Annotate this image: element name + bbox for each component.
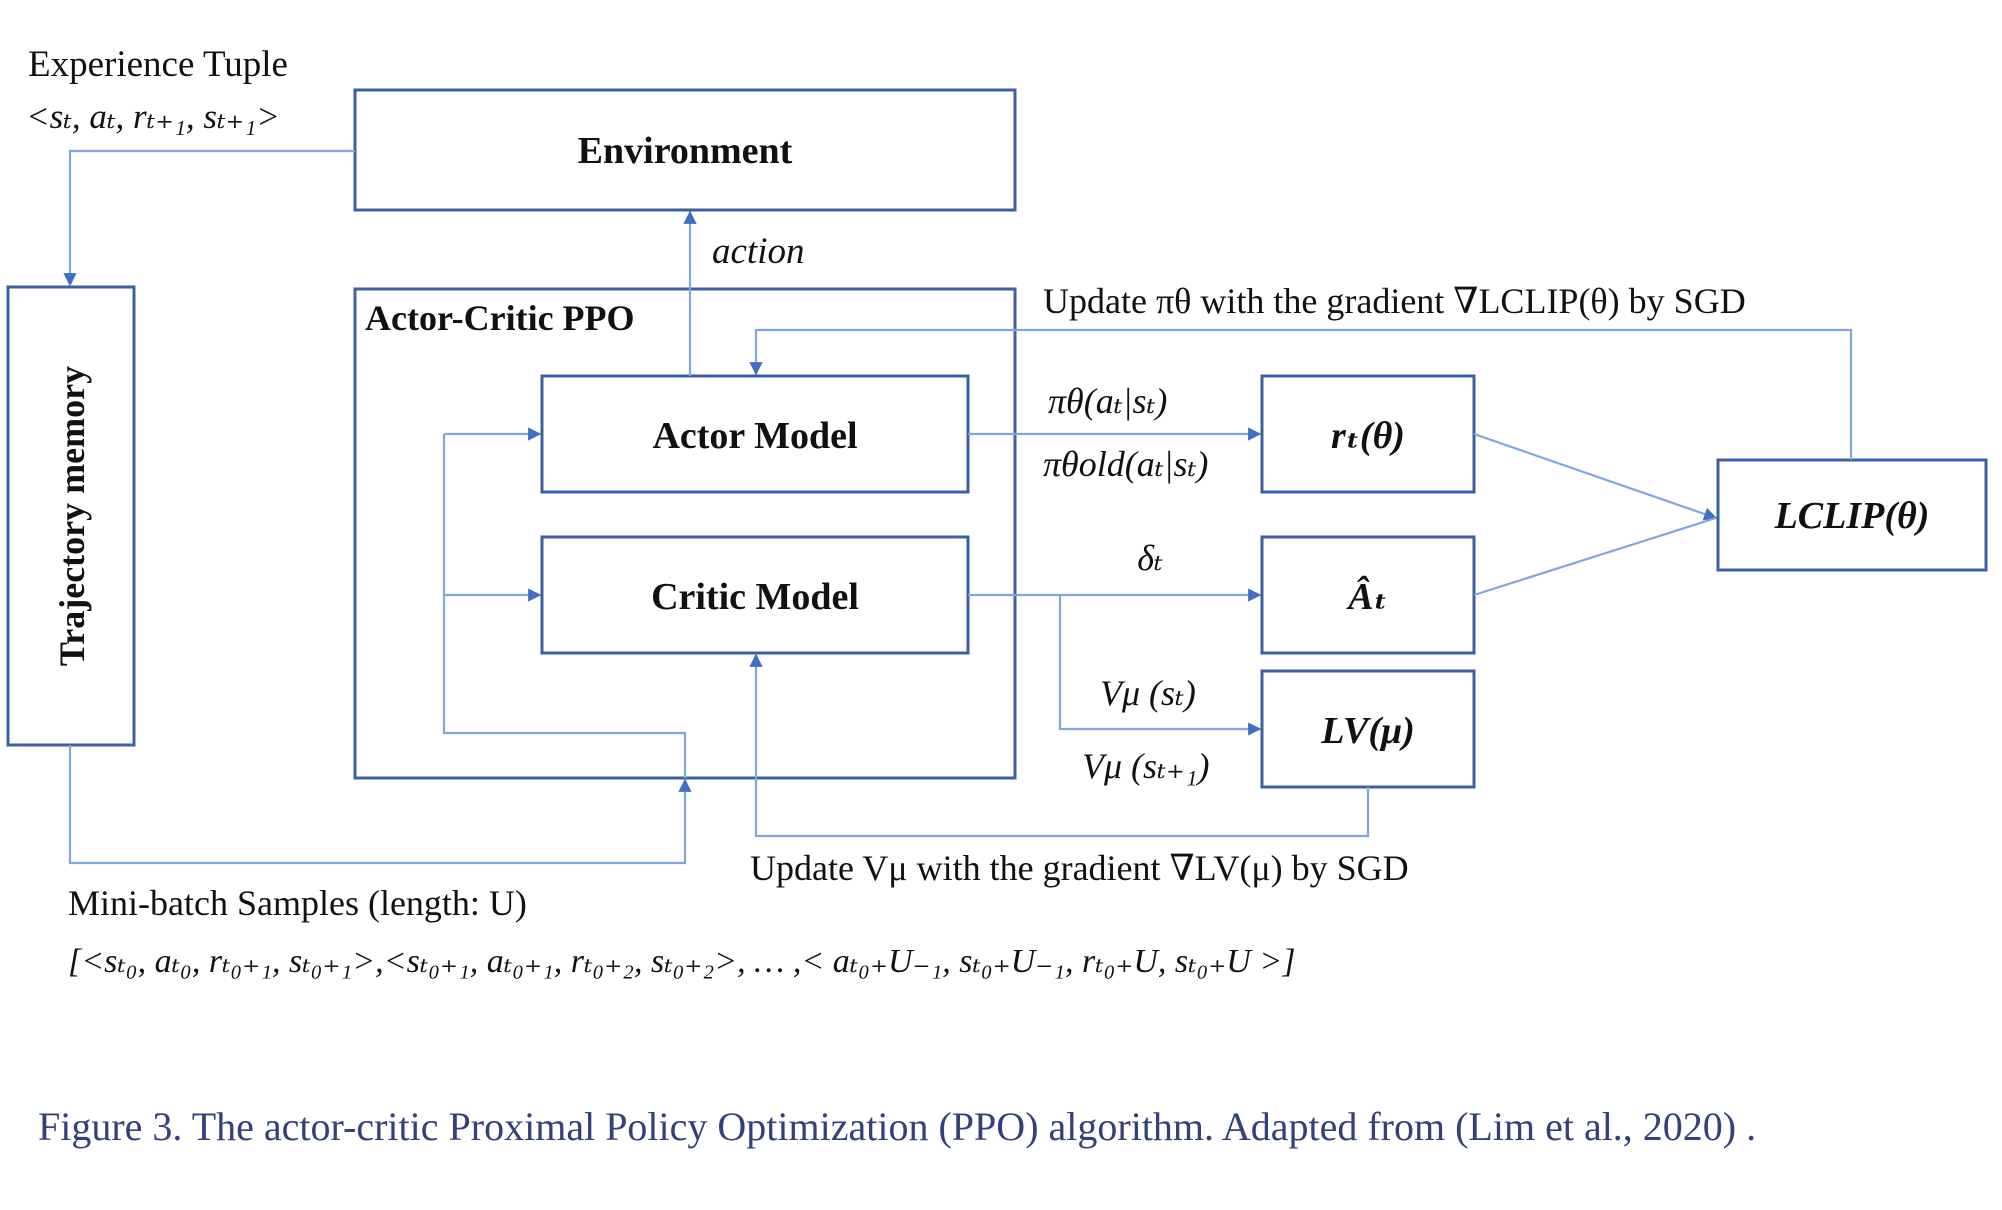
actor-critic-ppo-label: Actor-Critic PPO: [365, 298, 635, 338]
actor-model-label: Actor Model: [652, 415, 857, 457]
minibatch-title: Mini-batch Samples (length: U): [68, 883, 527, 923]
pi-theta-old-label: πθold(aₜ|sₜ): [1043, 444, 1208, 484]
experience-tuple-math: <sₜ, aₜ, rₜ₊₁, sₜ₊₁>: [26, 97, 280, 136]
action-label: action: [712, 231, 804, 272]
minibatch-math: [<sₜ₀, aₜ₀, rₜ₀₊₁, sₜ₀₊₁>,<sₜ₀₊₁, aₜ₀₊₁,…: [68, 943, 1296, 980]
critic-model-label: Critic Model: [651, 576, 859, 618]
value-update-arrow: [749, 653, 1370, 838]
advantage-box: [1260, 535, 1476, 655]
value-st-label: Vμ (sₜ): [1100, 673, 1196, 713]
value-loss-label: LV(μ): [1320, 710, 1415, 752]
pi-theta-label: πθ(aₜ|sₜ): [1048, 381, 1167, 421]
update-value-label: Update Vμ with the gradient ∇LV(μ) by SG…: [750, 848, 1409, 888]
advantage-label: Âₜ: [1346, 576, 1387, 618]
delta-label: δₜ: [1137, 538, 1163, 578]
clip-loss-label: LCLIP(θ): [1774, 495, 1930, 537]
policy-update-arrow: [749, 328, 1853, 460]
ratio-box: [1260, 374, 1476, 494]
ratio-label: rₜ(θ): [1331, 415, 1405, 457]
experience-arrow: [63, 149, 355, 287]
figure-caption: Figure 3. The actor-critic Proximal Poli…: [38, 1104, 1756, 1149]
minibatch-arrow: [68, 745, 692, 865]
clip-loss-box: [1716, 458, 1988, 572]
experience-tuple-label: Experience Tuple: [28, 44, 288, 85]
update-policy-label: Update πθ with the gradient ∇LCLIP(θ) by…: [1043, 281, 1746, 321]
environment-label: Environment: [578, 130, 793, 172]
actor-critic-ppo-box: [353, 287, 1017, 780]
trajectory-memory-box: [6, 285, 136, 747]
actor-model-box: [540, 374, 970, 494]
ratio-to-clip-arrow: [1473, 432, 1718, 521]
environment-box: [353, 88, 1017, 212]
advantage-to-clip-arrow: [1473, 516, 1717, 597]
value-st1-label: Vμ (sₜ₊₁): [1082, 746, 1209, 786]
internal-feed-line: [442, 434, 687, 778]
trajectory-memory-label: Trajectory memory: [52, 366, 92, 666]
value-arrow: [1058, 595, 1262, 736]
